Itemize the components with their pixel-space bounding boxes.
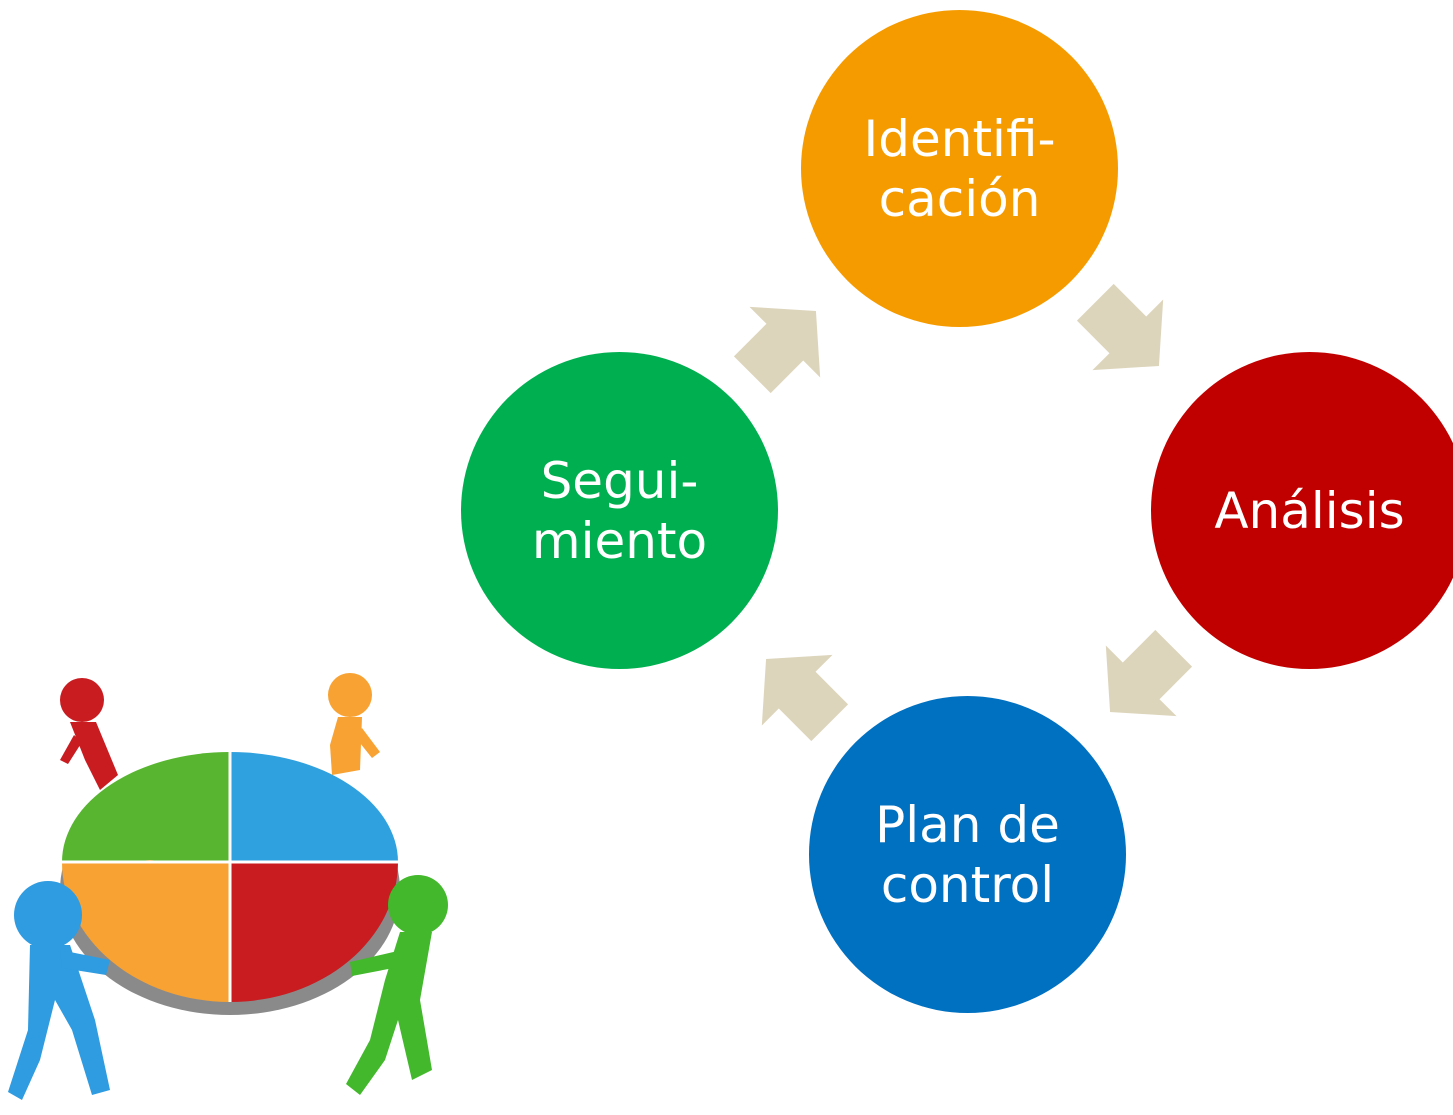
node-seguimiento: Segui- miento xyxy=(461,352,778,669)
node-label-seguimiento: Segui- miento xyxy=(531,451,708,570)
node-label-plan-de-control: Plan de control xyxy=(875,795,1060,914)
arrow-seguimiento-to-identificacion xyxy=(716,275,852,411)
people-holding-puzzle-icon xyxy=(8,673,448,1100)
green-figure xyxy=(346,875,448,1095)
puzzle-disk xyxy=(62,752,398,1002)
node-analisis: Análisis xyxy=(1151,352,1453,669)
arrow-analisis-to-plan xyxy=(1074,612,1210,748)
node-label-identificacion: Identifi- cación xyxy=(863,109,1056,228)
blue-figure xyxy=(8,881,110,1100)
node-identificacion: Identifi- cación xyxy=(801,10,1118,327)
orange-figure xyxy=(328,673,380,775)
node-plan-de-control: Plan de control xyxy=(809,696,1126,1013)
red-figure xyxy=(60,678,118,790)
arrow-plan-to-seguimiento xyxy=(730,623,866,759)
node-label-analisis: Análisis xyxy=(1214,481,1405,540)
arrow-identificacion-to-analisis xyxy=(1059,266,1195,402)
